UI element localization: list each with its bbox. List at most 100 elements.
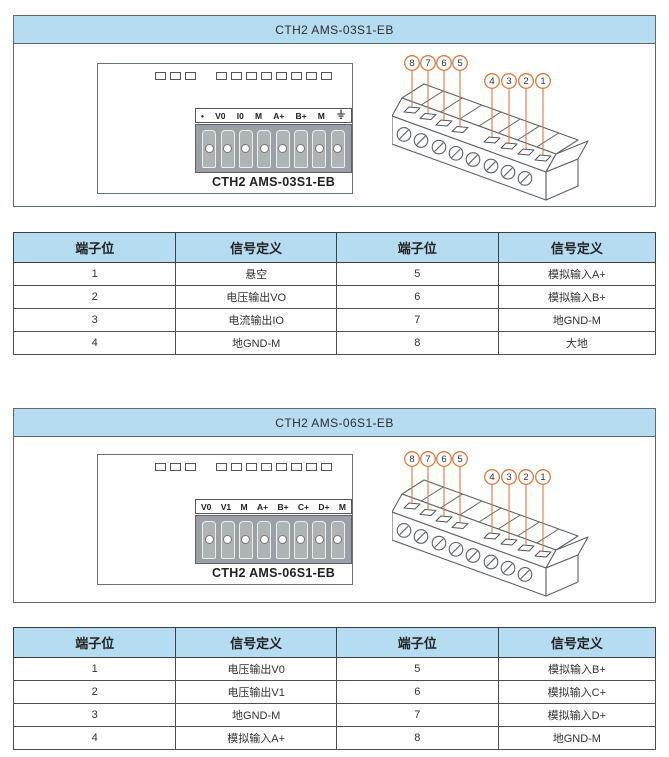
table-row: 1 悬空 5 模拟输入A+ [12,262,657,286]
callout-lines [411,466,544,551]
led-group-status [155,72,196,80]
led-icon [306,463,317,471]
terminal-block [195,124,352,173]
panel-title: CTH2 AMS-03S1-EB [14,16,655,44]
table-cell: 2 [12,285,177,309]
led-group-channels [216,72,332,80]
front-screws [396,127,533,186]
terminal-label: M [317,110,325,121]
table-cell: 模拟输入B+ [497,285,657,309]
table-row: 4 地GND-M 8 大地 [12,331,657,355]
screw-icon [241,144,251,153]
table-cell: 地GND-M [175,331,337,355]
terminal-label: V0 [201,501,212,512]
table-cell: 8 [335,331,499,355]
screw-icon [204,535,214,544]
callout-number: 7 [425,454,430,465]
callout-number: 5 [457,58,462,69]
led-icon [170,463,181,471]
earth-ground-icon [336,109,346,122]
led-icon [185,463,196,471]
table-cell: 3 [12,703,177,727]
panel-title: CTH2 AMS-06S1-EB [14,409,655,437]
callout-number: 2 [523,472,528,483]
screw-icon [278,535,288,544]
led-icon [291,72,302,80]
table-cell: 7 [335,308,499,332]
table-header-row: 端子位 信号定义 端子位 信号定义 [12,627,657,658]
table-cell: 模拟输入C+ [497,680,657,704]
table-cell: 1 [12,657,177,681]
led-icon [155,72,166,80]
table-row: 4 模拟输入A+ 8 地GND-M [12,726,657,750]
led-icon [185,72,196,80]
callout-lines [411,70,544,155]
screw-icon [296,535,306,544]
screw-icon [314,535,324,544]
table-row: 2 电压输出VO 6 模拟输入B+ [12,285,657,309]
led-icon [276,463,287,471]
screw-icon [241,535,251,544]
led-icon [155,463,166,471]
terminal-table-ams06: 端子位 信号定义 端子位 信号定义 1 电压输出V0 5 模拟输入B+ 2 电压… [12,627,657,750]
terminal-label: A+ [256,501,269,512]
terminal-area: • V0 I0 M A+ B+ M [195,108,352,189]
column-header: 信号定义 [497,232,657,263]
table-cell: 6 [335,680,499,704]
screw-icon [314,144,324,153]
column-header: 信号定义 [175,627,337,658]
table-cell: 模拟输入B+ [497,657,657,681]
panel-ams03: CTH2 AMS-03S1-EB [13,15,656,207]
terminal-screw [330,520,345,559]
callout-circles [404,55,551,89]
terminal-connector-isometric: 8 7 6 5 4 3 2 1 [392,451,589,597]
terminal-label: M [240,501,248,512]
screw-icon [278,144,288,153]
callout-number: 4 [489,472,494,483]
terminal-screw [220,520,235,559]
table-cell: 模拟输入A+ [175,726,337,750]
terminal-label: M [254,110,263,121]
table-cell: 模拟输入A+ [497,262,657,286]
table-cell: 4 [12,331,177,355]
callout-number: 8 [409,58,414,69]
terminal-label: M [338,501,346,512]
column-header: 端子位 [12,232,177,263]
callout-number: 1 [540,76,545,87]
led-icon [231,72,242,80]
terminal-label: C+ [297,501,310,512]
screw-icon [296,144,306,153]
panel-ams06: CTH2 AMS-06S1-EB [13,408,656,603]
callout-number: 2 [523,76,528,87]
table-cell: 5 [335,657,499,681]
terminal-screw [238,520,253,559]
led-icon [216,463,227,471]
table-cell: 1 [12,262,177,286]
led-icon [276,72,287,80]
screw-icon [333,535,343,544]
table-cell: 4 [12,726,177,750]
table-cell: 地GND-M [497,726,657,750]
terminal-table-ams03: 端子位 信号定义 端子位 信号定义 1 悬空 5 模拟输入A+ 2 电压输出VO… [12,232,657,355]
column-header: 端子位 [12,627,177,658]
column-header: 信号定义 [175,232,337,263]
column-header: 端子位 [335,232,499,263]
table-cell: 5 [335,262,499,286]
table-cell: 2 [12,680,177,704]
terminal-label: V0 [215,110,226,121]
screw-icon [259,535,269,544]
terminal-screw [293,520,308,559]
table-row: 1 电压输出V0 5 模拟输入B+ [12,657,657,681]
terminal-label: A+ [273,110,285,121]
led-indicator-row [155,463,332,471]
led-group-channels [216,463,332,471]
module-front-view: V0 V1 M A+ B+ C+ D+ M [97,454,353,585]
terminal-screw [312,520,327,559]
led-icon [246,463,257,471]
terminal-label: B+ [277,501,289,512]
table-cell: 模拟输入D+ [497,703,657,727]
terminal-screw [220,129,235,168]
led-group-status [155,463,196,471]
table-row: 2 电压输出V1 6 模拟输入C+ [12,680,657,704]
